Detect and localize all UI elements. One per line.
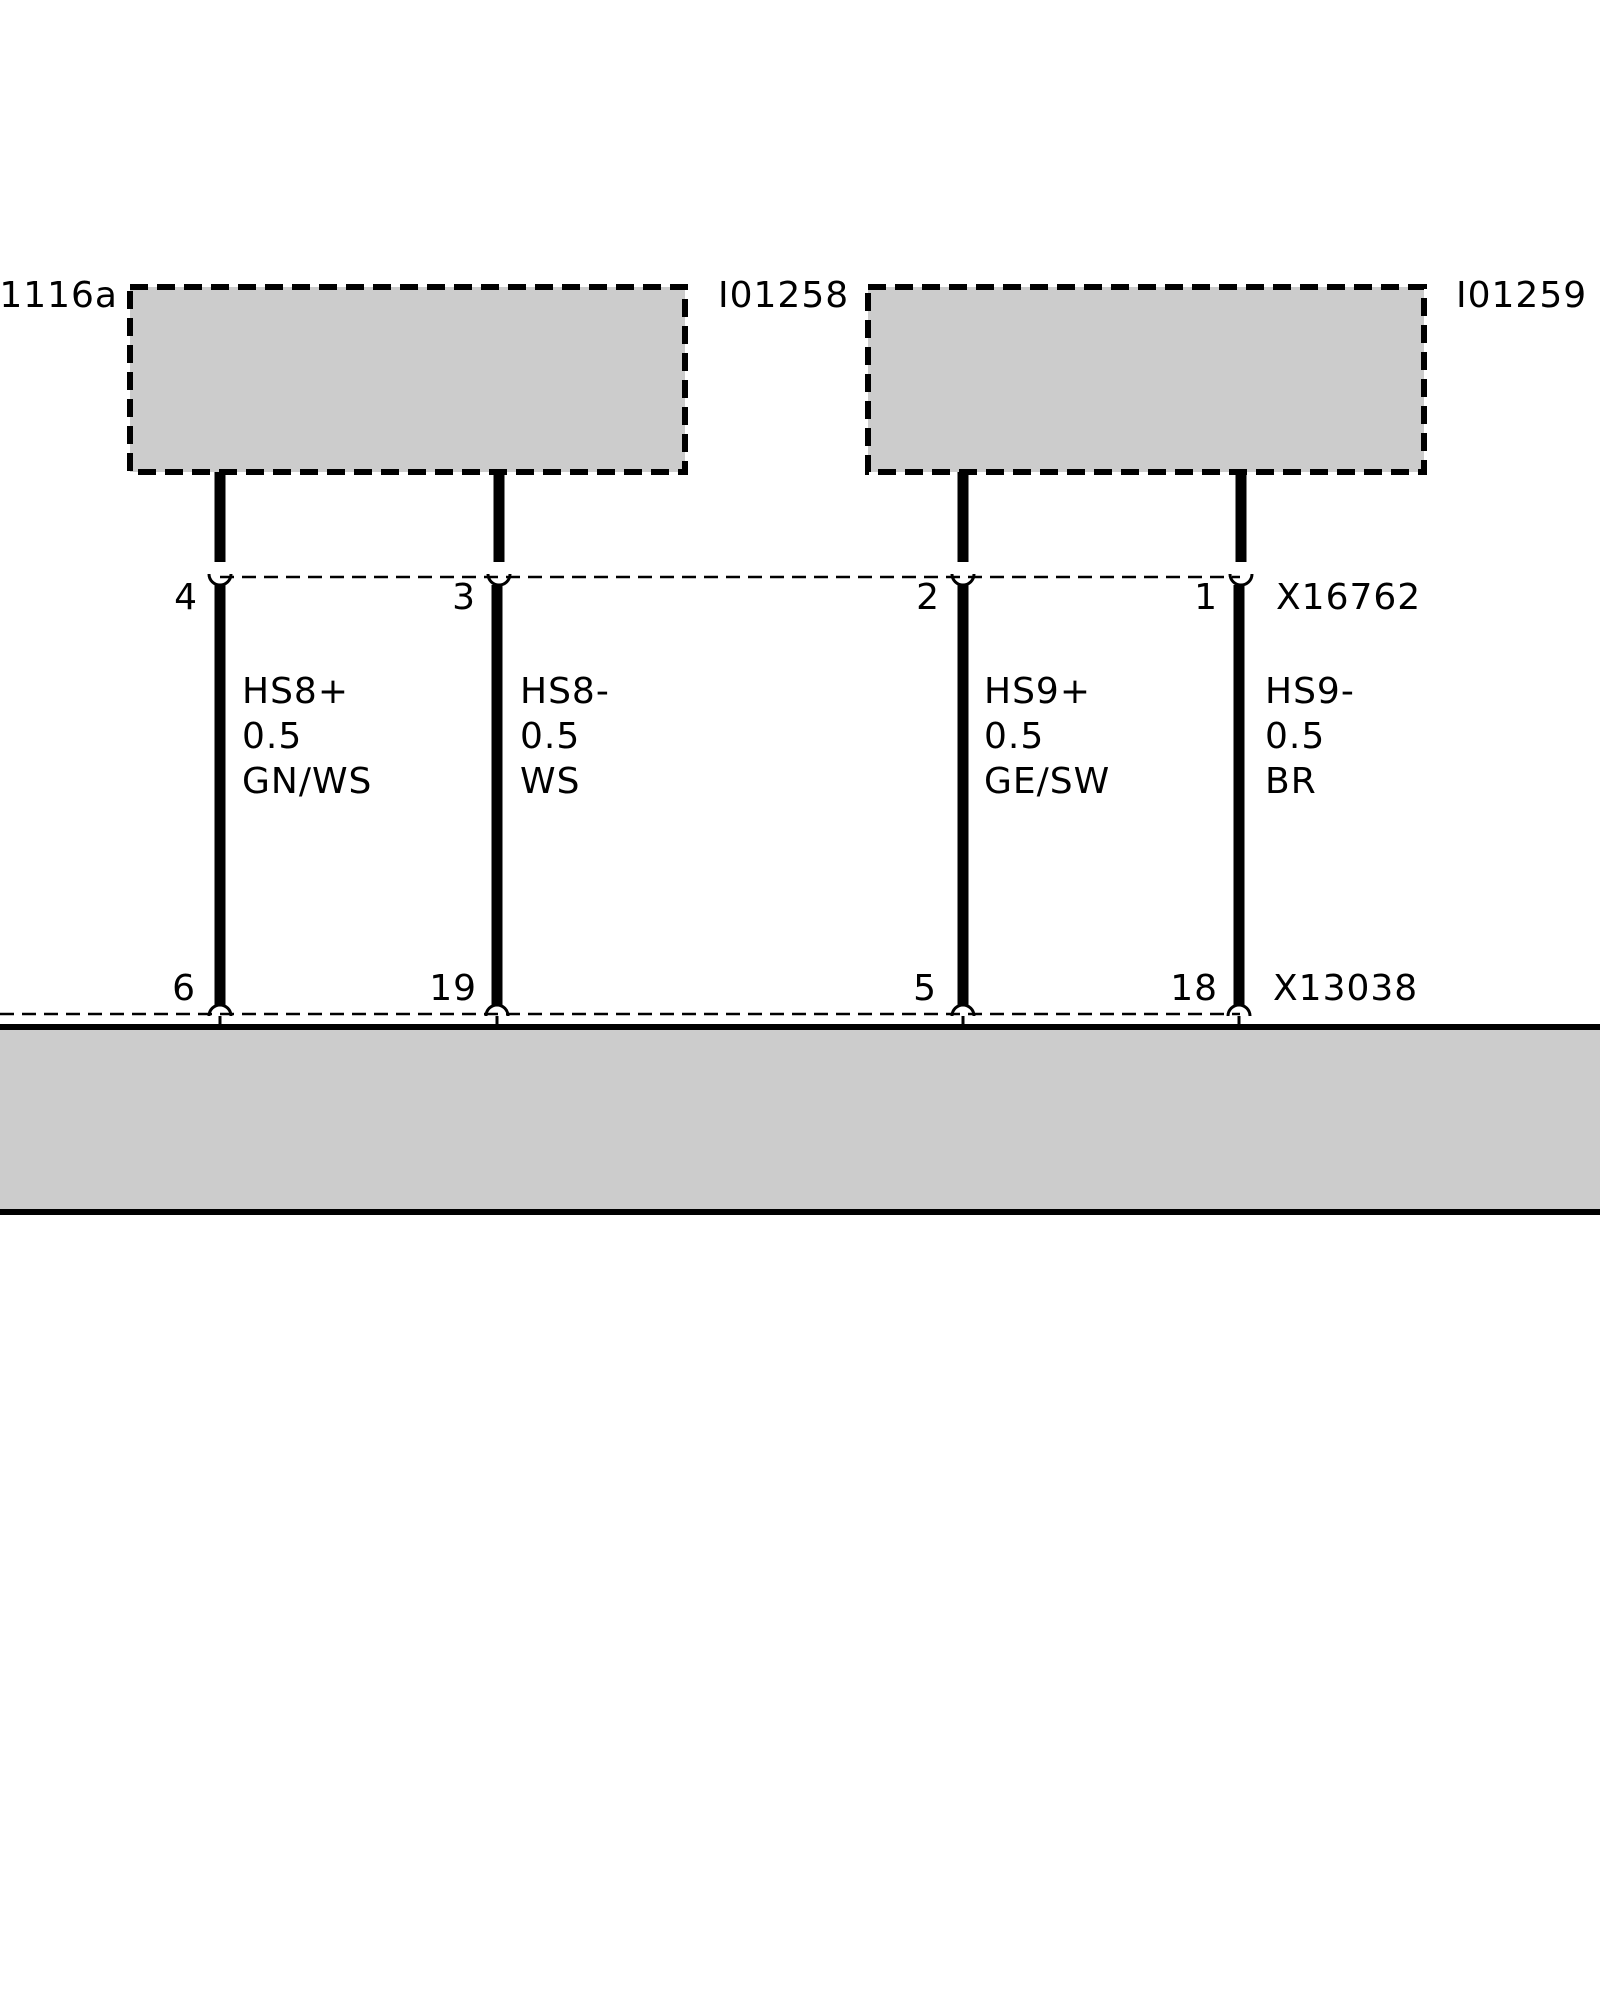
connector-label-top: X16762 [1276,577,1421,618]
wire-hs9-minus: 1 18 HS9- 0.5 BR [1170,472,1355,1027]
pin-top-label: 4 [174,577,198,618]
wire-hs8-plus: 4 6 HS8+ 0.5 GN/WS [172,472,372,1027]
wire-gauge-label: 0.5 [984,716,1044,757]
pin-top-label: 1 [1194,577,1218,618]
control-unit-block [0,1024,1600,1215]
component-box-2 [865,284,1427,475]
component-label-2: I01258 [718,275,849,316]
wire-hs8-minus: 3 19 HS8- 0.5 WS [429,472,610,1027]
wire-signal-label: HS8- [520,671,610,712]
connector-label-bottom: X13038 [1273,968,1418,1009]
pin-bottom-label: 19 [429,968,477,1009]
component-label-1: I01116a [0,275,118,316]
wire-hs9-plus: 2 5 HS9+ 0.5 GE/SW [913,472,1110,1027]
wire-signal-label: HS9- [1265,671,1355,712]
component-label-3: I01259 [1456,275,1587,316]
pin-top-label: 3 [452,577,476,618]
wire-color-label: GN/WS [242,761,372,802]
wire-color-label: WS [520,761,580,802]
wire-gauge-label: 0.5 [242,716,302,757]
pin-bottom-label: 18 [1170,968,1218,1009]
wire-signal-label: HS8+ [242,671,349,712]
component-box-1 [127,284,688,475]
wire-gauge-label: 0.5 [520,716,580,757]
pin-top-label: 2 [916,577,940,618]
wire-signal-label: HS9+ [984,671,1091,712]
pin-bottom-label: 5 [913,968,937,1009]
pin-bottom-label: 6 [172,968,196,1009]
wire-color-label: BR [1265,761,1317,802]
wire-color-label: GE/SW [984,761,1110,802]
wire-gauge-label: 0.5 [1265,716,1325,757]
